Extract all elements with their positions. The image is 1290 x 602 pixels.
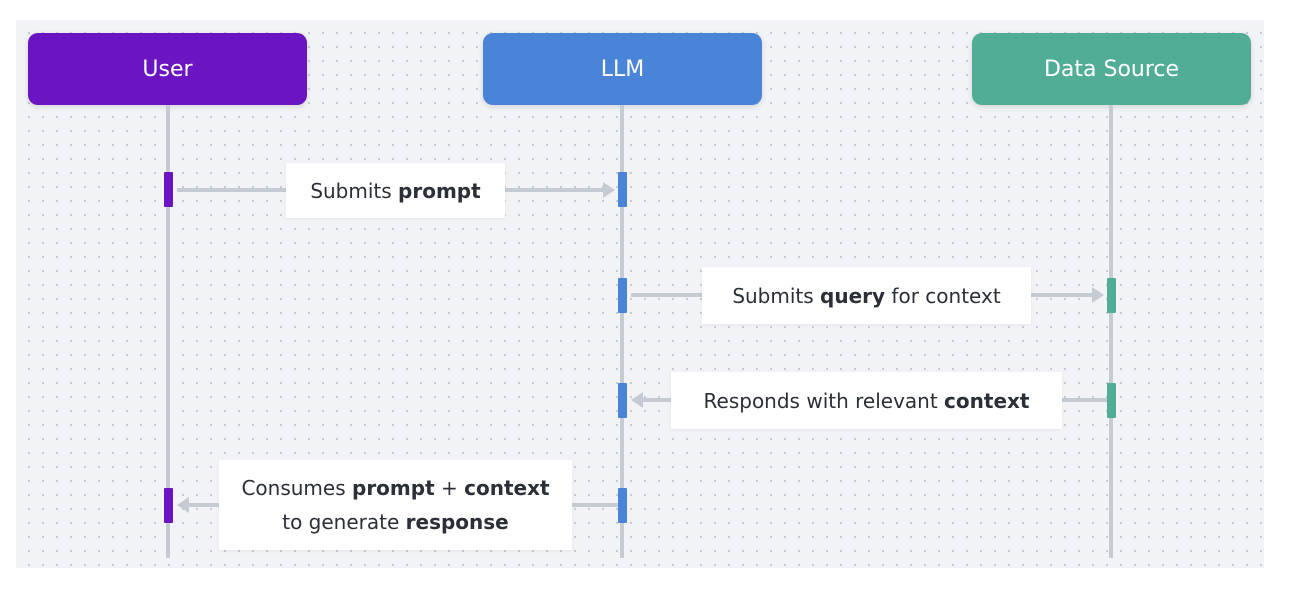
message-text: Submits [310, 178, 399, 203]
message-text: for context [885, 283, 1001, 308]
message-bold: context [944, 388, 1030, 413]
message-submits-prompt: Submits prompt [286, 163, 505, 218]
message-bold: context [464, 476, 550, 500]
arrow-4-head-icon [177, 497, 189, 513]
arrow-1-head-icon [603, 182, 615, 198]
message-responds-context: Responds with relevant context [671, 372, 1062, 429]
activation-user-4 [164, 488, 173, 523]
lifeline-llm [620, 105, 624, 558]
actor-llm-label: LLM [600, 56, 645, 82]
activation-data-source-2 [1107, 278, 1116, 313]
activation-data-source-3 [1107, 383, 1116, 418]
lifeline-user [166, 105, 170, 558]
activation-llm-3 [618, 383, 627, 418]
message-bold: prompt [398, 178, 481, 203]
activation-user-1 [164, 172, 173, 207]
message-text: Submits [732, 283, 821, 308]
activation-llm-1 [618, 172, 627, 207]
message-bold: response [405, 510, 509, 534]
message-bold: prompt [352, 476, 435, 500]
actor-data-source-label: Data Source [1043, 56, 1180, 82]
message-bold: query [820, 283, 886, 308]
message-text: Consumes [241, 476, 352, 500]
message-text: to generate [282, 510, 406, 534]
arrow-2-head-icon [1092, 287, 1104, 303]
actor-user-label: User [142, 56, 193, 82]
message-text: + [434, 476, 465, 500]
actor-user: User [28, 33, 307, 105]
message-text: Responds with relevant [703, 388, 945, 413]
actor-llm: LLM [483, 33, 762, 105]
message-submits-query: Submits query for context [702, 267, 1031, 324]
activation-llm-2 [618, 278, 627, 313]
activation-llm-4 [618, 488, 627, 523]
message-consumes-prompt-context: Consumes prompt + context to generate re… [219, 460, 572, 550]
lifeline-data-source [1109, 105, 1113, 558]
arrow-3-head-icon [631, 392, 643, 408]
actor-data-source: Data Source [972, 33, 1251, 105]
